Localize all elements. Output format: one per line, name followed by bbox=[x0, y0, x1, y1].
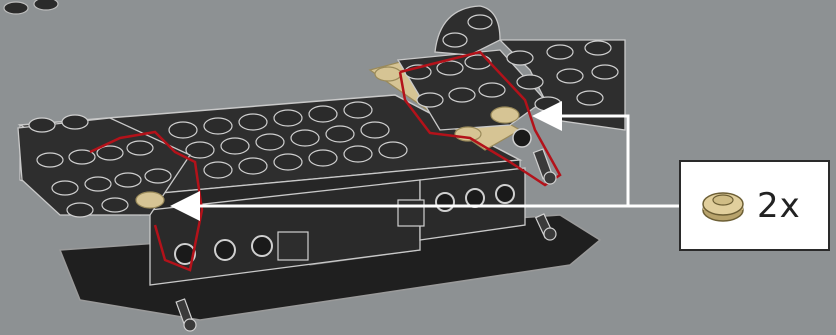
tan-round-plate-icon bbox=[701, 188, 745, 224]
parts-callout-box: 2x bbox=[679, 160, 830, 251]
top-edge-studs bbox=[4, 0, 58, 14]
right-tan-round-plate bbox=[491, 107, 519, 123]
quantity-label: 2x bbox=[757, 186, 801, 226]
left-tan-round-plate bbox=[136, 192, 164, 208]
